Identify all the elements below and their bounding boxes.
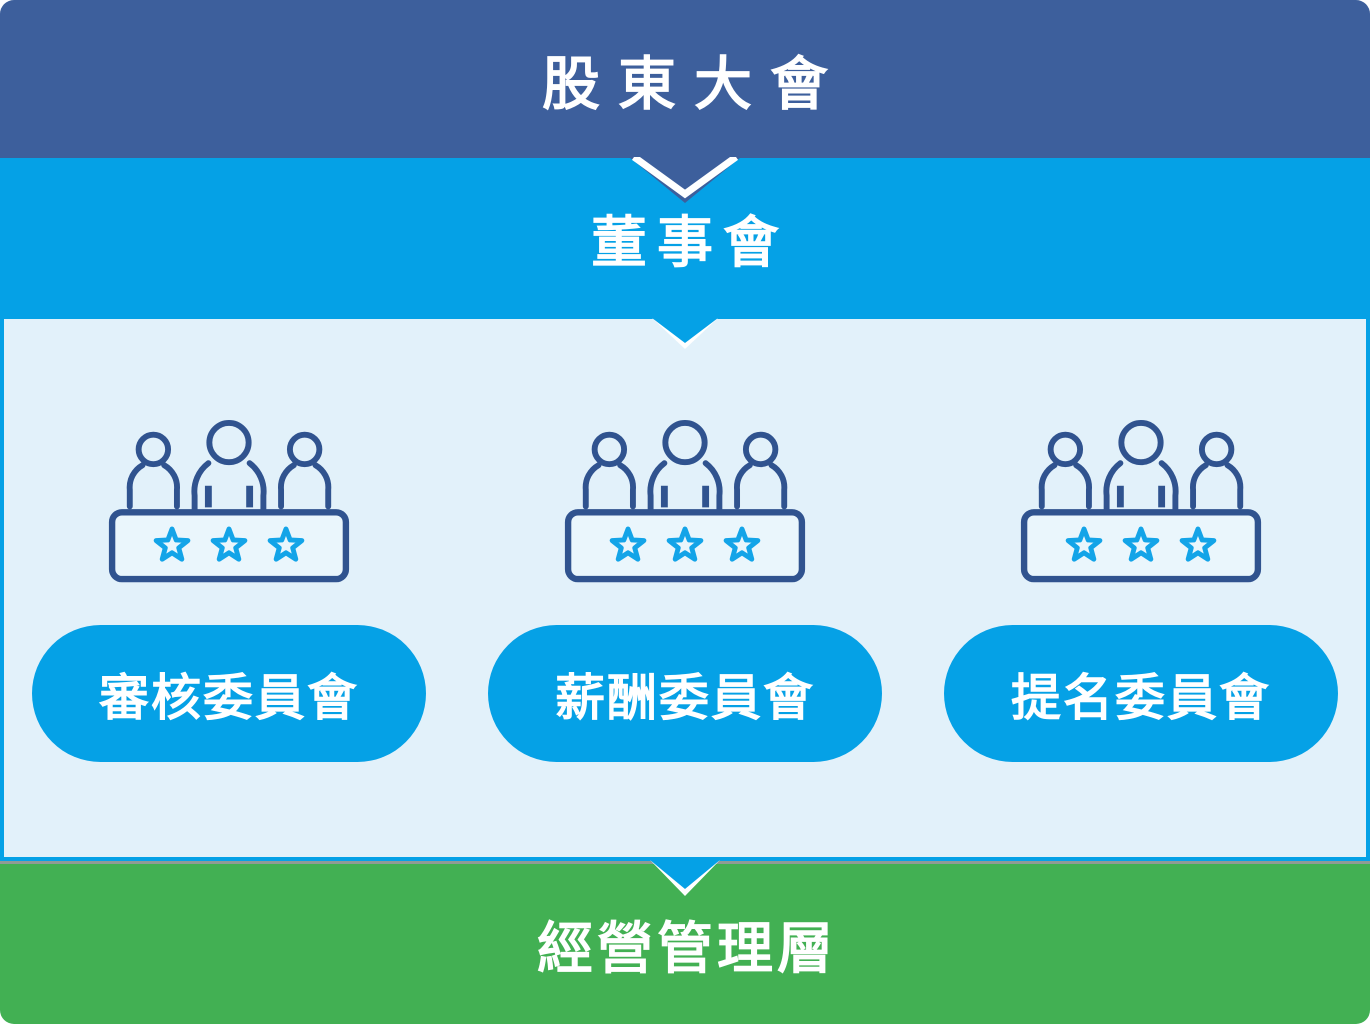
down-arrow-icon — [629, 157, 741, 203]
committee-members-icon — [1020, 419, 1262, 583]
committee-column-remuneration: 薪酬委員會 — [488, 319, 882, 857]
committee-pill-remuneration: 薪酬委員會 — [488, 625, 882, 762]
down-arrow-icon — [650, 860, 720, 896]
level-band-shareholders: 股東大會 — [0, 0, 1370, 158]
down-arrow-icon — [652, 318, 718, 349]
committee-pill-label: 提名委員會 — [1011, 669, 1271, 726]
committees-panel: 審核委員會 — [4, 319, 1366, 857]
committee-column-audit: 審核委員會 — [32, 319, 426, 857]
committee-pill-nomination: 提名委員會 — [944, 625, 1338, 762]
committees-panel-border: 審核委員會 — [0, 319, 1370, 861]
rating-stars-icon — [1065, 526, 1217, 562]
management-label: 經營管理層 — [537, 916, 837, 980]
committee-members-icon — [564, 419, 806, 583]
rating-stars-icon — [609, 526, 761, 562]
shareholders-label: 股東大會 — [541, 52, 846, 117]
rating-stars-icon — [153, 526, 305, 562]
committee-members-icon — [108, 419, 350, 583]
board-label: 董事會 — [591, 211, 789, 274]
committee-pill-label: 審核委員會 — [99, 669, 359, 726]
committee-pill-audit: 審核委員會 — [32, 625, 426, 762]
committee-pill-label: 薪酬委員會 — [555, 669, 815, 726]
committee-column-nomination: 提名委員會 — [944, 319, 1338, 857]
